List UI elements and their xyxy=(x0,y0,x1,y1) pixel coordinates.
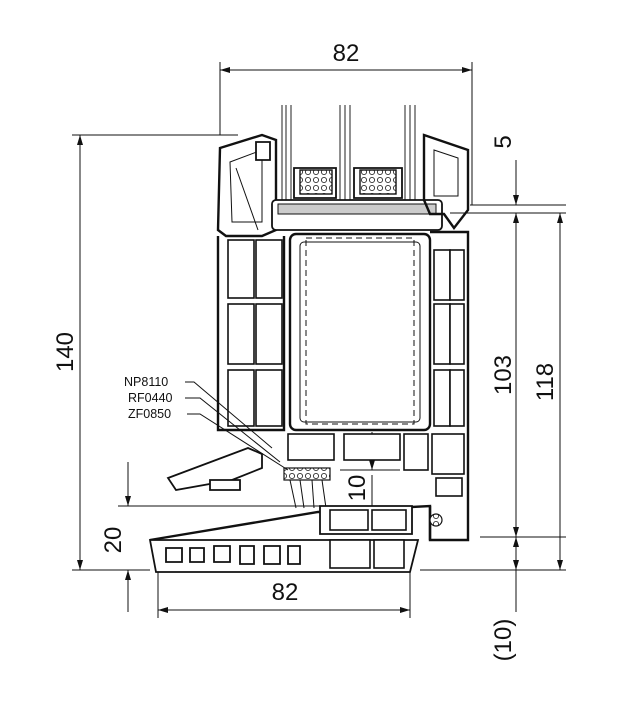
dim-sill-height-text: 20 xyxy=(100,527,127,554)
dim-gap-top-text: 5 xyxy=(490,135,517,148)
dim-frame-height-text: 118 xyxy=(532,363,559,401)
dim-total-height: 140 xyxy=(52,134,238,571)
sash-profile xyxy=(216,133,470,238)
label-np8110: NP8110 xyxy=(124,375,168,389)
dim-right: 5 103 118 (10) xyxy=(420,135,566,661)
part-callouts: NP8110 RF0440 ZF0850 xyxy=(124,375,289,471)
dim-top-width-text: 82 xyxy=(333,40,360,67)
dim-total-height-text: 140 xyxy=(52,332,79,372)
dim-inner-small-text: 10 xyxy=(344,475,371,502)
label-zf0850: ZF0850 xyxy=(128,407,171,421)
frame-chambers xyxy=(216,230,470,542)
dim-bottom-offset-text: (10) xyxy=(490,619,517,662)
dim-sill-height: 20 xyxy=(100,462,330,612)
dim-top-width: 82 xyxy=(219,40,473,205)
label-rf0440: RF0440 xyxy=(128,391,173,405)
dim-bottom-width: 82 xyxy=(157,572,411,618)
sill-profiles xyxy=(148,447,443,573)
dim-bottom-width-text: 82 xyxy=(272,579,299,606)
glazing xyxy=(281,105,416,200)
dim-inner-height-text: 103 xyxy=(490,355,517,395)
